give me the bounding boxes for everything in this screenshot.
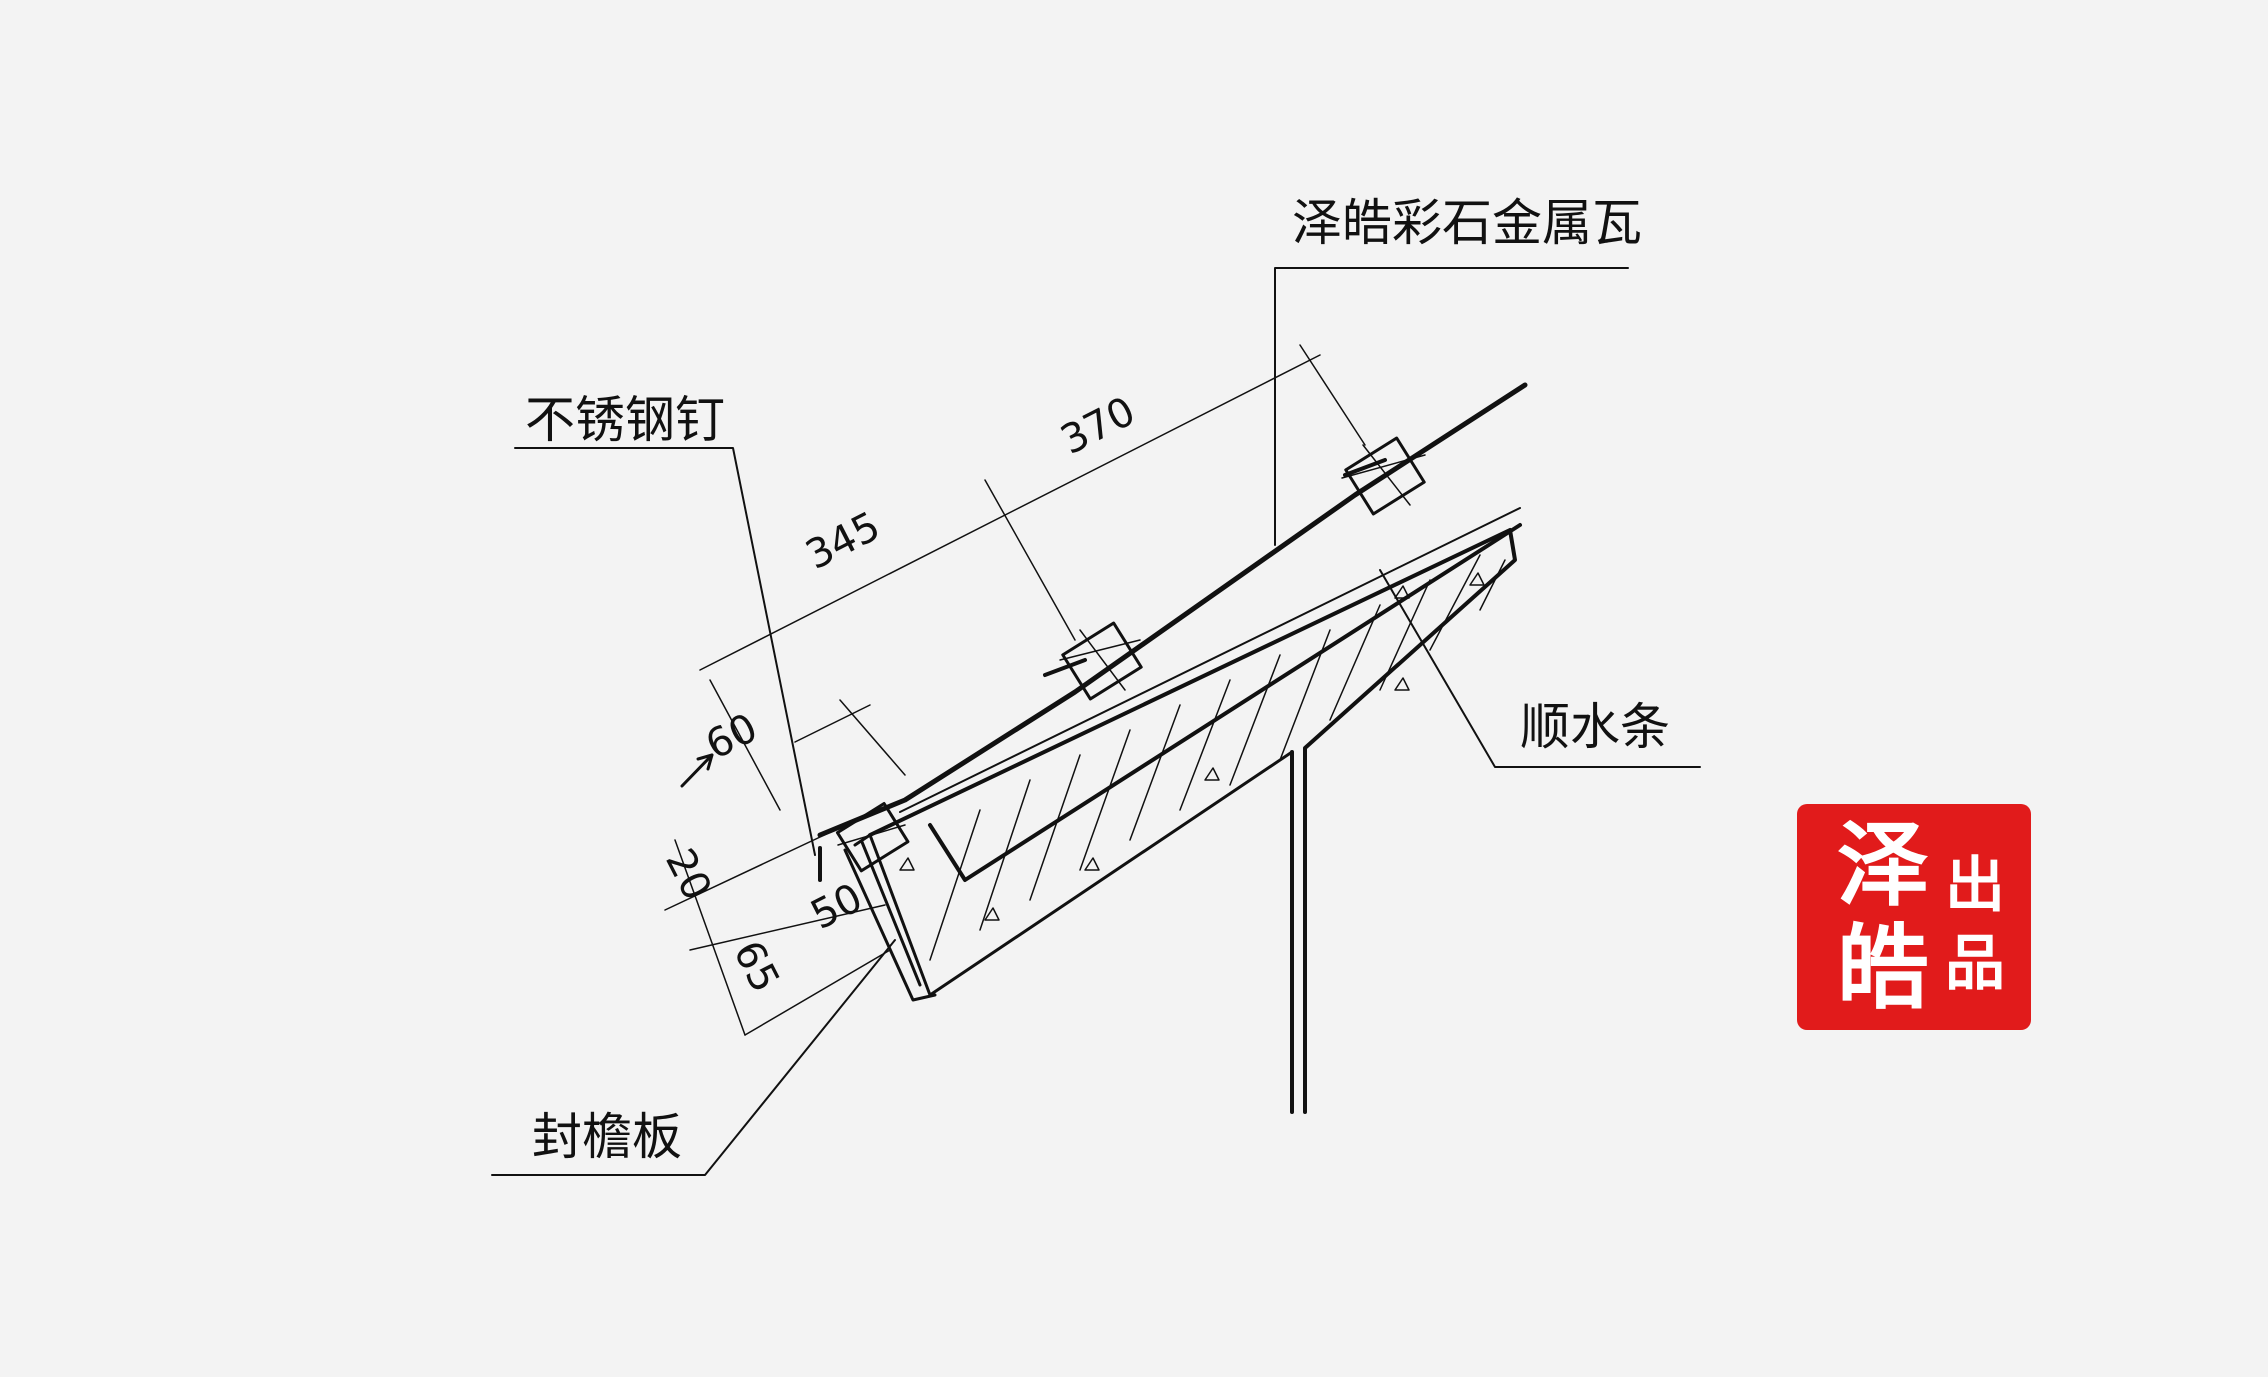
nail-label: 不锈钢钉 bbox=[525, 391, 725, 449]
metal-tile-label: 泽皓彩石金属瓦 bbox=[1292, 194, 1642, 252]
dimension-lines bbox=[664, 344, 1366, 1036]
seal-char-3: 出 bbox=[1945, 851, 2005, 921]
seal-char-4: 品 bbox=[1945, 929, 2005, 999]
concrete-slab bbox=[853, 528, 1517, 1114]
batten-layer bbox=[899, 507, 1522, 882]
metal-tile bbox=[817, 382, 1528, 882]
fascia-label: 封檐板 bbox=[532, 1108, 682, 1166]
seal-char-1: 泽 bbox=[1837, 811, 1930, 919]
dim-345: 345 bbox=[799, 503, 888, 579]
dim-65: 65 bbox=[724, 934, 788, 1000]
seal-char-2: 皓 bbox=[1837, 914, 1930, 1022]
dim-20: 20 bbox=[656, 842, 720, 908]
leader-lines bbox=[491, 267, 1701, 1176]
tile-battens bbox=[835, 436, 1426, 873]
brand-seal: 泽 皓 出 品 bbox=[1797, 804, 2031, 1030]
arrow-icon bbox=[680, 753, 714, 788]
batten-label: 顺水条 bbox=[1520, 698, 1670, 756]
